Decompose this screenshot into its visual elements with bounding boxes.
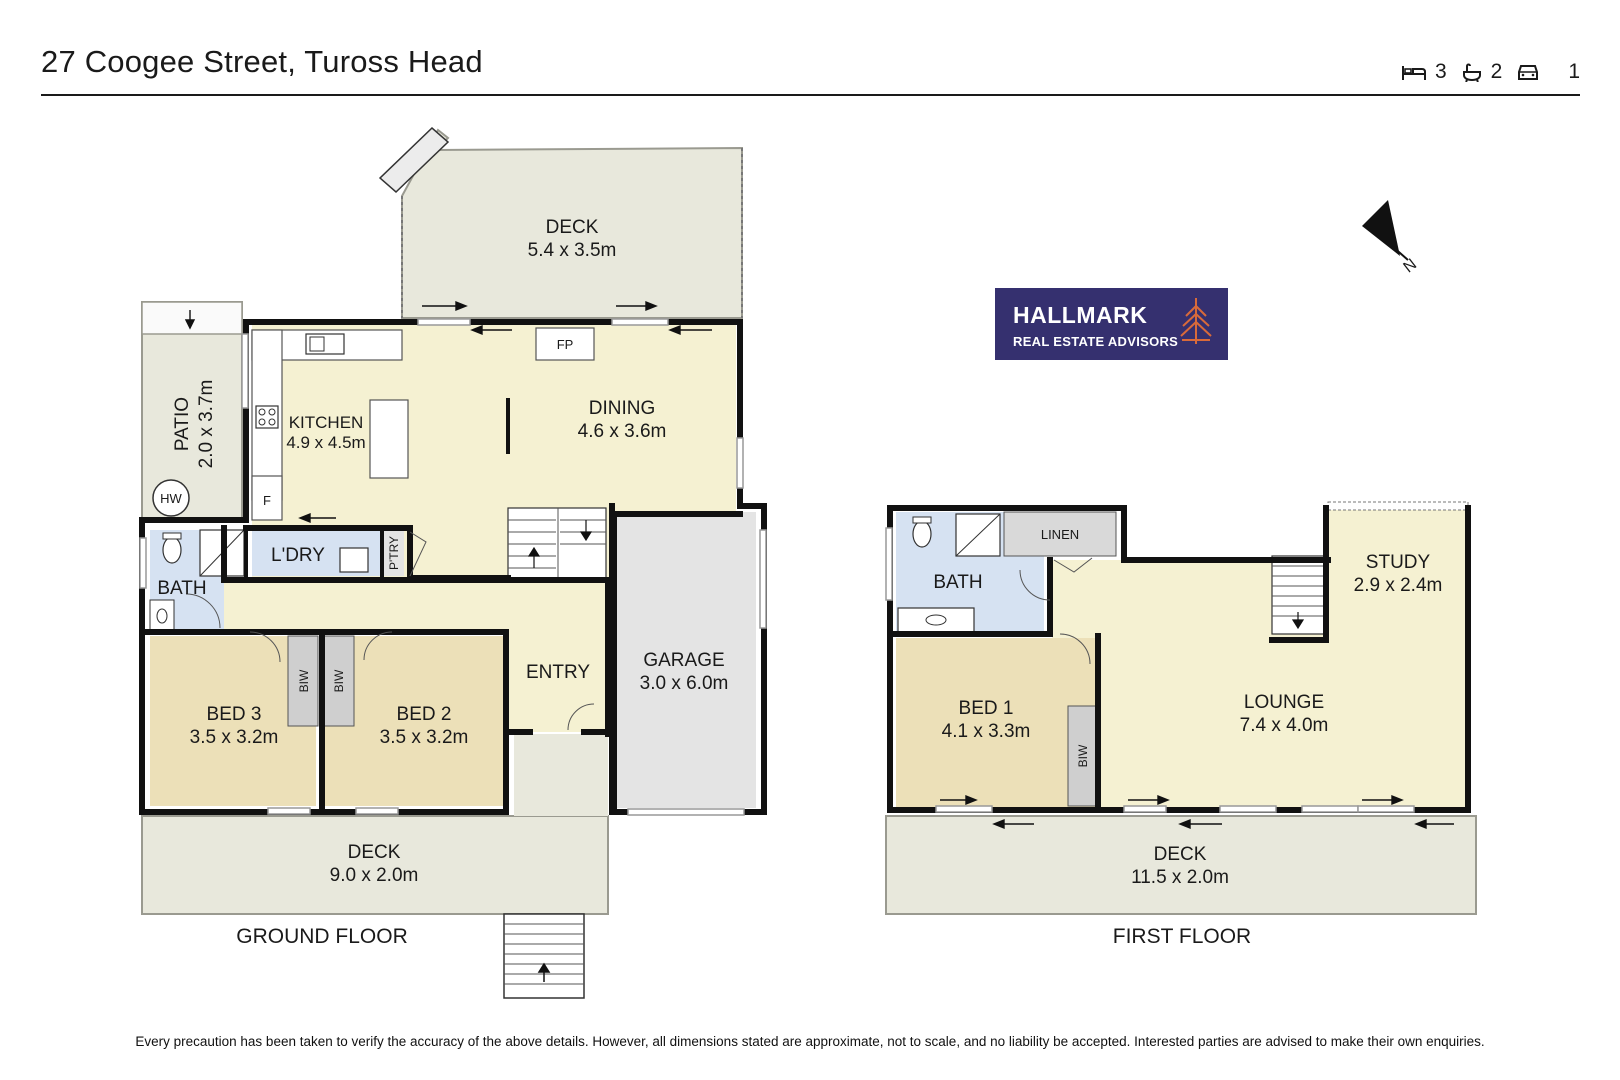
gf-hw-label: HW <box>160 491 182 506</box>
gf-dining-size: 4.6 x 3.6m <box>578 421 667 442</box>
gf-bottom-deck-size: 9.0 x 2.0m <box>330 865 419 886</box>
gf-garage-size: 3.0 x 6.0m <box>640 673 729 694</box>
gf-bed2-size: 3.5 x 3.2m <box>380 727 469 748</box>
gf-fridge <box>251 475 283 521</box>
ff-deck-size: 11.5 x 2.0m <box>1131 867 1229 888</box>
hallmark-logo: HALLMARK REAL ESTATE ADVISORS <box>995 288 1228 360</box>
gf-kitchen-name: KITCHEN <box>289 413 364 432</box>
logo-tagline: REAL ESTATE ADVISORS <box>1013 334 1179 349</box>
ff-biw-label: BIW <box>1076 744 1090 767</box>
gf-fp-label: FP <box>557 337 574 352</box>
car-feature: 1 <box>1516 60 1580 84</box>
gf-biw-3 <box>287 635 319 727</box>
gf-biw-2-label: BIW <box>332 669 346 692</box>
gf-pantry-label: P'TRY <box>387 536 401 570</box>
ff-study-size: 2.9 x 2.4m <box>1354 575 1443 596</box>
bed-icon <box>1401 66 1426 80</box>
gf-stairs-down <box>503 913 585 999</box>
gf-kitchen-island <box>369 399 409 479</box>
gf-biw-2 <box>323 635 355 727</box>
ff-deck <box>885 815 1477 915</box>
gf-bed3-name: BED 3 <box>207 704 262 725</box>
bedrooms-feature: 3 <box>1401 60 1447 84</box>
compass-arrow-icon <box>1362 200 1409 261</box>
gf-patio <box>141 301 243 519</box>
ground-floor-title: GROUND FLOOR <box>236 925 408 948</box>
gf-entry-name: ENTRY <box>526 662 590 683</box>
gf-garage-name: GARAGE <box>643 650 724 671</box>
compass-north-label: N <box>1401 256 1421 277</box>
header-divider <box>41 94 1580 96</box>
gf-biw-3-label: BIW <box>297 669 311 692</box>
bath-icon <box>1462 63 1481 82</box>
property-features: 3 2 1 <box>1387 60 1580 84</box>
ff-study-name: STUDY <box>1366 552 1431 573</box>
gf-top-deck-name: DECK <box>546 217 599 238</box>
gf-hot-water <box>152 479 190 517</box>
gf-bottom-deck-name: DECK <box>348 842 401 863</box>
ff-bed1 <box>896 638 1096 808</box>
property-address: 27 Coogee Street, Tuross Head <box>41 44 483 79</box>
gf-patio-size: 2.0 x 3.7m <box>196 380 217 469</box>
gf-dining-name: DINING <box>589 398 656 419</box>
gf-laundry-name: L'DRY <box>271 545 325 566</box>
ff-lounge-size: 7.4 x 4.0m <box>1240 715 1329 736</box>
ff-deck-name: DECK <box>1154 844 1207 865</box>
ff-bath-name: BATH <box>933 572 982 593</box>
gf-sink-icon <box>305 333 345 355</box>
gf-fireplace <box>535 327 595 361</box>
gf-patio-name: PATIO <box>172 397 193 451</box>
ff-study <box>1328 510 1468 810</box>
gf-bed3-size: 3.5 x 3.2m <box>190 727 279 748</box>
first-floor-title: FIRST FLOOR <box>1113 925 1251 948</box>
car-count: 1 <box>1568 60 1580 83</box>
ff-linen-label: LINEN <box>1041 527 1079 542</box>
gf-bay-window-box <box>378 126 450 194</box>
gf-top-deck <box>401 128 743 319</box>
bathrooms-feature: 2 <box>1461 60 1503 84</box>
ff-bed1-name: BED 1 <box>959 698 1014 719</box>
logo-name: HALLMARK <box>1013 302 1148 328</box>
ff-linen <box>1003 511 1117 557</box>
gf-entry <box>508 632 608 732</box>
car-icon <box>1518 65 1539 80</box>
gf-bed2-name: BED 2 <box>397 704 452 725</box>
gf-kitchen-size: 4.9 x 4.5m <box>286 433 365 452</box>
gf-top-deck-size: 5.4 x 3.5m <box>528 240 617 261</box>
bathrooms-count: 2 <box>1490 60 1503 83</box>
gf-bath-name: BATH <box>157 578 206 599</box>
gf-garage <box>614 512 756 808</box>
gf-pantry <box>382 530 404 576</box>
bedrooms-count: 3 <box>1434 60 1447 83</box>
ff-bed1-size: 4.1 x 3.3m <box>942 721 1031 742</box>
disclaimer-text: Every precaution has been taken to verif… <box>135 1034 1485 1049</box>
logo-tree-icon <box>1180 298 1212 344</box>
gf-hall <box>224 580 608 632</box>
ff-lounge-name: LOUNGE <box>1244 692 1324 713</box>
gf-fridge-label: F <box>263 493 271 508</box>
floor-plan: N DECK 5.4 x 3.5m PATIO 2.0 x 3.7m KITCH… <box>139 126 1477 999</box>
gf-cooktop-icon <box>255 405 279 429</box>
gf-bottom-deck <box>141 815 609 915</box>
